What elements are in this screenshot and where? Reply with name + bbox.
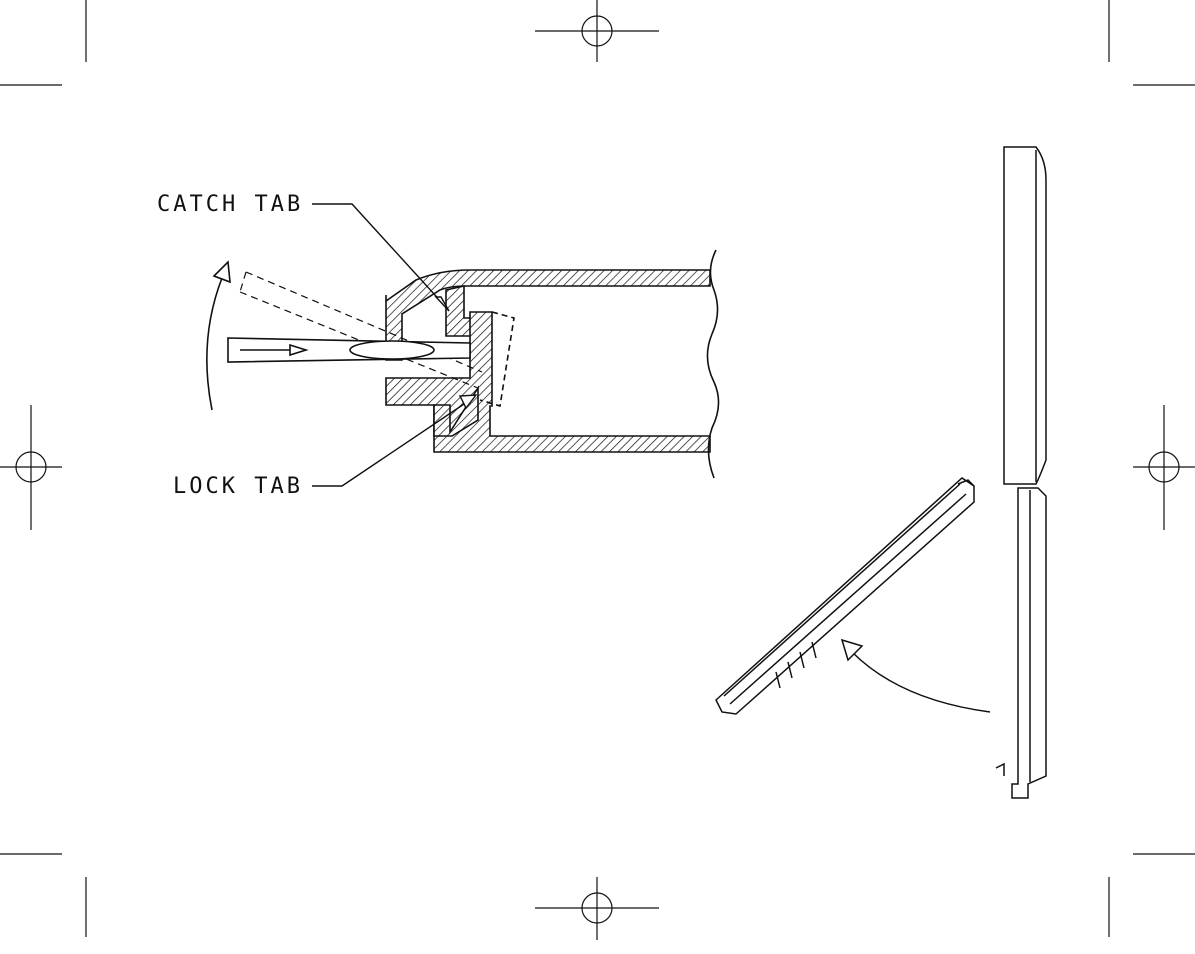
latch-cross-section <box>240 250 719 478</box>
lock-tab-label: LOCK TAB <box>173 474 303 499</box>
screwdriver-tip <box>350 341 434 359</box>
screwdriver <box>228 338 470 362</box>
catch-tab-label: CATCH TAB <box>157 192 303 217</box>
registration-mark-left <box>0 405 62 530</box>
registration-mark-right <box>1133 405 1195 530</box>
battery-door <box>716 478 974 714</box>
side-view <box>716 147 1046 798</box>
lower-panel <box>1012 488 1046 798</box>
rotation-arrow-left <box>207 262 230 410</box>
registration-mark-top <box>535 0 659 62</box>
registration-mark-bottom <box>535 877 659 940</box>
hinge-hook <box>996 764 1004 776</box>
upper-panel <box>1004 147 1046 484</box>
rotation-arrow-right <box>842 640 990 712</box>
